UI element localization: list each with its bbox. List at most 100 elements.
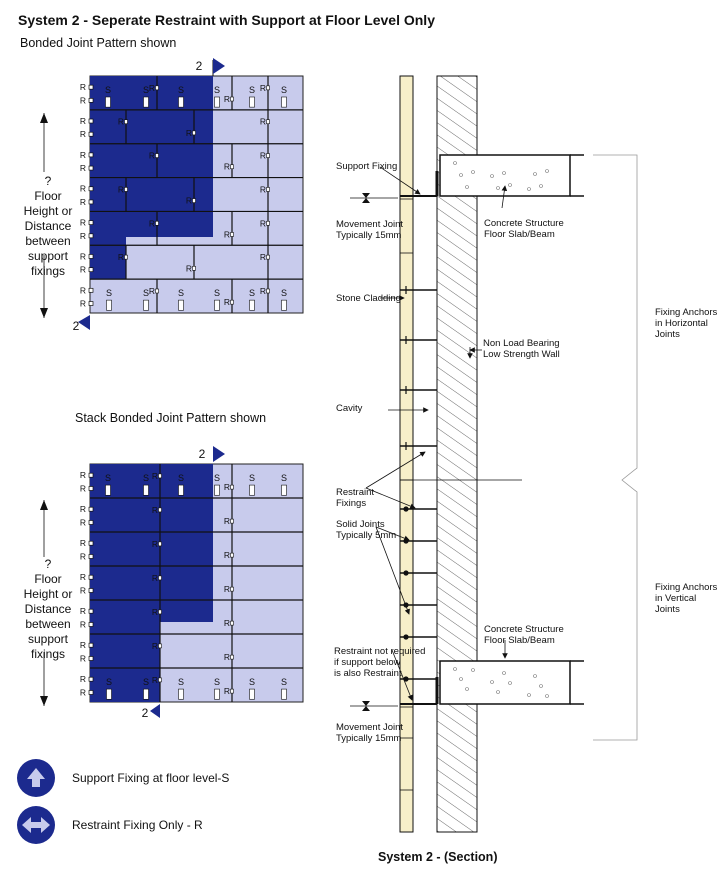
dimension-arrowhead: [40, 308, 48, 318]
restraint-fixing: [230, 552, 234, 558]
support-mark: S: [143, 288, 149, 298]
label-line: Low Strength Wall: [483, 349, 560, 360]
support-mark: S: [214, 677, 220, 687]
restraint-fixing: [266, 153, 270, 158]
restraint-mark: R: [152, 505, 158, 515]
restraint-mark: R: [149, 218, 155, 228]
restraint-mark: R: [149, 151, 155, 161]
label-line: Fixings: [336, 498, 367, 509]
label-line: Floor Slab/Beam: [484, 635, 555, 646]
floor-height-note-bottom: ? Floor Height or Distance between suppo…: [8, 557, 88, 662]
restraint-mark: R: [80, 251, 86, 261]
restraint-mark: R: [80, 483, 86, 493]
restraint-fixing: [88, 642, 94, 648]
support-fixing: [249, 688, 255, 700]
support-mark: S: [281, 677, 287, 687]
label-stone-cladding: Stone Cladding: [336, 293, 401, 304]
support-mark: S: [249, 85, 255, 95]
restraint-mark: R: [224, 94, 230, 104]
label-line: Movement Joint: [336, 722, 404, 733]
aggregate-dot: [502, 171, 506, 175]
dimension-arrowhead: [40, 500, 48, 510]
support-fixing: [178, 688, 184, 700]
restraint-mark: R: [80, 163, 86, 173]
restraint-fixing: [88, 199, 94, 205]
restraint-fixing: [230, 96, 234, 102]
note-line: between: [25, 234, 71, 248]
aggregate-dot: [527, 693, 531, 697]
restraint-fixing: [88, 588, 94, 593]
restraint-mark: R: [80, 116, 86, 126]
aggregate-dot: [508, 183, 512, 187]
restraint-mark: R: [260, 151, 266, 161]
restraint-mark: R: [224, 229, 230, 239]
restraint-mark: R: [152, 675, 158, 685]
label-line: Fixing Anchors: [655, 307, 718, 318]
restraint-fixing: [124, 254, 128, 260]
support-mark: S: [249, 288, 255, 298]
dimension-arrowhead: [40, 113, 48, 123]
floor-height-dimension-arrows: [40, 113, 48, 706]
restraint-mark: R: [260, 117, 266, 127]
restraint-mark: R: [80, 517, 86, 527]
support-fixing: [143, 484, 149, 496]
restraint-mark: R: [80, 653, 86, 663]
restraint-mark: R: [260, 252, 266, 262]
restraint-fixing: [266, 187, 270, 192]
dimension-arrowhead: [40, 696, 48, 706]
restraint-fixing: [88, 220, 94, 225]
label-line: Typically 5mm: [336, 530, 397, 541]
aggregate-dot: [496, 186, 500, 190]
label-restraint-fixings: Restraint Fixings: [336, 487, 374, 509]
restraint-fixing: [124, 187, 128, 192]
label-line: Joints: [655, 329, 680, 340]
support-mark: S: [178, 473, 184, 483]
support-fixing: [214, 688, 220, 700]
restraint-mark: R: [152, 607, 158, 617]
support-fixing: [281, 688, 287, 700]
restraint-fixing: [266, 119, 270, 125]
restraint-mark: R: [224, 618, 230, 628]
note-line: Height or: [23, 587, 73, 601]
leader-restraint-1: [365, 451, 426, 489]
label-line: Concrete Structure: [484, 624, 564, 635]
restraint-fixing: [88, 574, 94, 580]
restraint-fixing: [266, 220, 270, 226]
support-fixing: [281, 96, 287, 108]
leader-concrete-top: [501, 185, 508, 209]
restraint-fixing: [155, 220, 159, 226]
restraint-mark: R: [186, 263, 192, 273]
leader-support-fixing: [379, 166, 421, 195]
restraint-fixing: [266, 85, 270, 91]
aggregate-dot: [527, 187, 531, 191]
support-fixing: [143, 688, 149, 700]
note-line: Distance: [24, 602, 72, 616]
support-fixing: [249, 484, 255, 496]
restraint-fixing: [158, 575, 162, 581]
restraint-mark: R: [80, 674, 86, 684]
restraint-mark: R: [80, 299, 86, 309]
section-marker-label: 2: [199, 447, 206, 461]
label-solid-joints: Solid Joints Typically 5mm: [336, 519, 396, 541]
left-right-arrow-icon: [22, 817, 50, 833]
aggregate-dot: [490, 174, 494, 178]
restraint-mark: R: [80, 606, 86, 616]
stone-cladding: [399, 75, 414, 833]
restraint-fixing: [230, 620, 234, 626]
restraint-mark: R: [80, 687, 86, 697]
restraint-fixing: [230, 586, 234, 592]
restraint-fixing: [88, 520, 94, 525]
restraint-mark: R: [80, 82, 86, 92]
section-marker-arrow: [78, 315, 90, 330]
label-line: Solid Joints: [336, 519, 385, 530]
restraint-mark: R: [80, 184, 86, 194]
restraint-fixing: [230, 484, 234, 490]
aggregate-dot: [533, 674, 537, 678]
section-marker-label: 2: [142, 706, 149, 720]
label-line: Typically 15mm: [336, 230, 402, 241]
support-fixing: [143, 96, 149, 108]
restraint-mark: R: [260, 218, 266, 228]
leader-not-required: [391, 649, 413, 701]
label-line: Restraint: [336, 487, 375, 498]
